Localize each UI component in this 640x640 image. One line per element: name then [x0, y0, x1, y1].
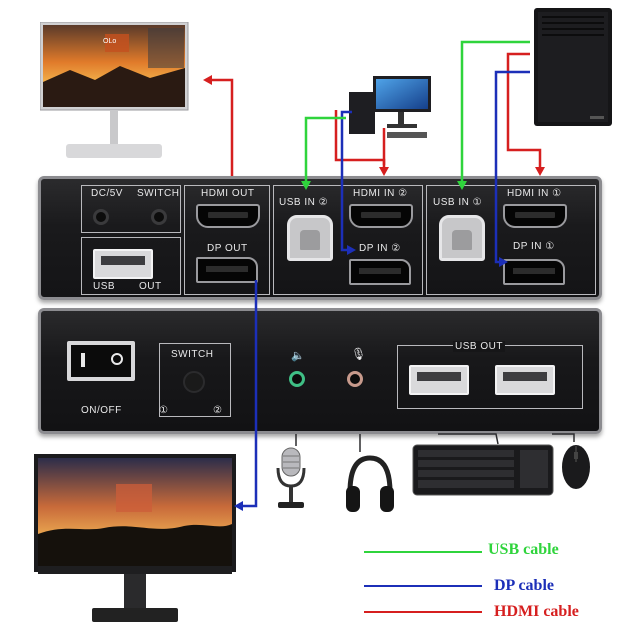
tower-computer-icon [534, 8, 612, 126]
hdmi-cable-out [208, 78, 234, 176]
dp-out-label: DP OUT [207, 243, 248, 254]
hdmi-out-label: HDMI OUT [201, 188, 255, 199]
microphone-device [270, 446, 312, 516]
switch-label-back: SWITCH [137, 188, 180, 199]
mouse-icon [562, 445, 590, 489]
front-usb-out-label: USB OUT [453, 341, 505, 352]
hdmi-in-1-port[interactable] [503, 204, 567, 228]
mouse-device [560, 442, 592, 492]
power-switch-frame [81, 185, 181, 233]
out-label: OUT [139, 281, 162, 292]
front-usb-port-2[interactable] [495, 365, 555, 395]
video-out-frame [184, 185, 270, 295]
dp-in-2-port[interactable] [349, 259, 411, 285]
usb-in-2-port[interactable] [287, 215, 333, 261]
headphones-device [344, 452, 396, 518]
monitor-icon [39, 21, 189, 158]
monitor-dp-output [34, 454, 238, 632]
hdmi-in-1-label: HDMI IN ① [507, 188, 562, 199]
usb-out-port[interactable] [93, 249, 153, 279]
remote-switch-jack[interactable] [151, 209, 167, 225]
hdmi-out-port[interactable] [196, 204, 260, 228]
usb-cable-in-1 [460, 40, 530, 186]
hdmi-arrow-in-1 [535, 167, 545, 176]
monitor-hdmi-output: OLo [39, 21, 190, 164]
power-on-indicator [81, 353, 85, 367]
microphone-jack[interactable] [347, 371, 363, 387]
microphone-icon [276, 447, 306, 508]
dp-in-1-label: DP IN ① [513, 241, 555, 252]
usb-out-frame [81, 237, 181, 295]
legend-dp-label: DP cable [494, 577, 554, 594]
monitor-screen-logo: OLo [103, 38, 117, 45]
monitor-icon [34, 454, 236, 622]
power-off-indicator [111, 353, 123, 365]
legend-hdmi-label: HDMI cable [494, 603, 579, 620]
front-usb-port-1[interactable] [409, 365, 469, 395]
kvm-front-panel: ON/OFF SWITCH ① ② 🔈 🎙 USB OUT [38, 308, 602, 434]
pc-source-2 [343, 70, 435, 142]
usb-label: USB [93, 281, 116, 292]
dc-label: DC/5V [91, 188, 123, 199]
desktop-computer-icon [343, 70, 435, 142]
switch-frame [159, 343, 231, 417]
switch-button[interactable] [183, 371, 205, 393]
dp-in-2-label: DP IN ② [359, 243, 401, 254]
legend-usb-label: USB cable [488, 541, 559, 558]
switch-pos-1: ① [159, 405, 169, 416]
hdmi-in-2-port[interactable] [349, 204, 413, 228]
keyboard-device [412, 444, 554, 496]
pc-source-1 [532, 6, 614, 128]
dp-in-1-port[interactable] [503, 259, 565, 285]
power-rocker-switch[interactable] [67, 341, 135, 381]
keyboard-icon [412, 444, 554, 496]
hdmi-arrow-out [203, 75, 212, 85]
power-label: ON/OFF [81, 405, 122, 416]
speaker-icon: 🔈 [291, 350, 306, 362]
hdmi-arrow-in-2 [379, 167, 389, 176]
switch-label-front: SWITCH [171, 349, 214, 360]
switch-pos-2: ② [213, 405, 223, 416]
speaker-jack[interactable] [289, 371, 305, 387]
hdmi-in-2-label: HDMI IN ② [353, 188, 408, 199]
usb-in-2-label: USB IN ② [279, 197, 329, 208]
usb-in-1-label: USB IN ① [433, 197, 483, 208]
microphone-icon: 🎙 [351, 347, 367, 361]
dc-power-jack[interactable] [93, 209, 109, 225]
usb-in-1-port[interactable] [439, 215, 485, 261]
dp-out-port[interactable] [196, 257, 258, 283]
headphones-icon [346, 455, 394, 512]
kvm-back-panel: DC/5V SWITCH USB OUT HDMI OUT DP OUT USB… [38, 176, 602, 300]
